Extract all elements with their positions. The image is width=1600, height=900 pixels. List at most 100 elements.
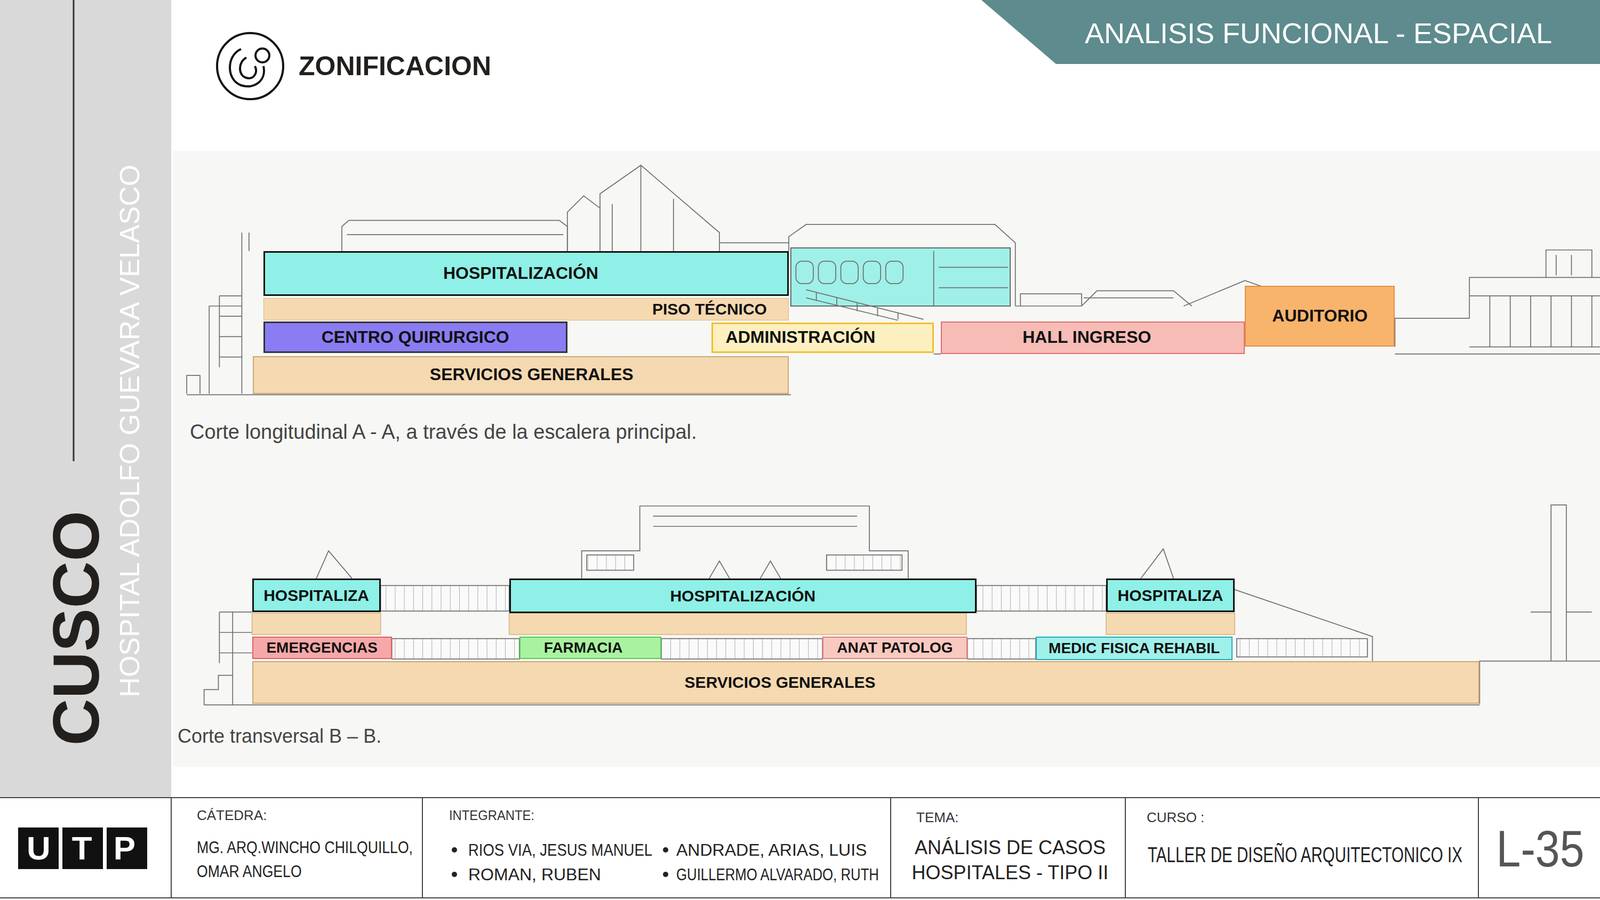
zone-band: HOSPITALIZA bbox=[1106, 578, 1235, 613]
section-drawing bbox=[209, 306, 242, 395]
zone-band: HOSPITALIZACIÓN bbox=[509, 578, 977, 614]
section-drawing bbox=[341, 220, 568, 251]
section-drawing bbox=[186, 375, 200, 394]
section-drawing bbox=[826, 555, 903, 571]
zoning-icon bbox=[240, 57, 256, 79]
field-label: CURSO : bbox=[1146, 809, 1205, 827]
text-line: OMAR ANGELO bbox=[196, 861, 302, 882]
section-drawing bbox=[1106, 613, 1235, 635]
zone-band: HOSPITALIZA bbox=[252, 578, 381, 613]
zone-band: SERVICIOS GENERALES bbox=[252, 661, 1480, 704]
section-drawing bbox=[204, 704, 1480, 706]
bullet-dot bbox=[662, 847, 669, 853]
section-drawing bbox=[219, 296, 242, 368]
zone-label: EMERGENCIAS bbox=[266, 640, 378, 656]
logo-text: UTP bbox=[26, 832, 157, 866]
zone-label: ANAT PATOLOG bbox=[836, 640, 953, 656]
project-name: HOSPITAL ADOLFO GUEVARA VELASCO bbox=[113, 164, 147, 698]
field-value: TALLER DE DISEÑO ARQUITECTONICO IX bbox=[1147, 842, 1463, 868]
text-line: MG. ARQ.WINCHO CHILQUILLO, bbox=[196, 837, 413, 858]
sidebar-panel bbox=[0, 0, 172, 798]
field-value: ANÁLISIS DE CASOS HOSPITALES - TIPO II bbox=[912, 835, 1109, 886]
zone-band: AUDITORIO bbox=[1244, 285, 1395, 348]
bullet-dot bbox=[451, 872, 458, 878]
footer-grid bbox=[0, 797, 1600, 899]
section-caption: Corte transversal B – B. bbox=[177, 724, 382, 748]
section-drawing bbox=[863, 261, 882, 284]
section-drawing bbox=[186, 165, 1600, 706]
zone-band: CENTRO QUIRURGICO bbox=[263, 321, 568, 354]
section-drawing bbox=[653, 516, 858, 527]
section-drawing bbox=[1236, 638, 1368, 658]
section-drawing bbox=[1081, 290, 1192, 307]
section-drawing bbox=[241, 232, 249, 394]
zone-label: MEDIC FISICA REHABIL bbox=[1048, 640, 1220, 656]
text-line: HOSPITALES - TIPO II bbox=[912, 861, 1109, 884]
zone-band: PISO TÉCNICO bbox=[263, 298, 789, 321]
section-drawing bbox=[806, 289, 924, 320]
zoning-icon bbox=[217, 33, 284, 100]
field-label: CÁTEDRA: bbox=[196, 807, 267, 824]
zone-band: MEDIC FISICA REHABIL bbox=[1035, 636, 1233, 661]
section-drawing bbox=[933, 251, 1009, 307]
zone-label: FARMACIA bbox=[544, 640, 623, 656]
zoning-icon bbox=[229, 49, 264, 87]
section-drawing bbox=[1234, 589, 1373, 662]
text-line: ANÁLISIS DE CASOS bbox=[914, 836, 1106, 859]
bullet-dot bbox=[662, 872, 669, 878]
zone-band: ANAT PATOLOG bbox=[822, 636, 968, 660]
city-name: CUSCO bbox=[40, 510, 112, 747]
sheet-title: ZONIFICACION bbox=[298, 50, 492, 83]
section-drawing bbox=[581, 506, 909, 579]
zone-label: HOSPITALIZA bbox=[263, 587, 370, 605]
section-drawing bbox=[1015, 293, 1082, 307]
zoning-icon bbox=[217, 33, 284, 100]
section-drawing bbox=[219, 612, 252, 706]
field-value: MG. ARQ.WINCHO CHILQUILLO, OMAR ANGELO bbox=[196, 835, 413, 884]
section-drawing bbox=[1394, 277, 1600, 347]
section-drawing bbox=[1546, 250, 1592, 278]
section-drawing bbox=[392, 638, 520, 660]
section-drawing bbox=[885, 261, 904, 284]
zone-label: ADMINISTRACIÓN bbox=[725, 328, 876, 347]
section-drawing bbox=[586, 555, 634, 571]
zoning-icon bbox=[255, 48, 270, 63]
section-drawing bbox=[186, 354, 1600, 396]
zone-label: SERVICIOS GENERALES bbox=[429, 365, 634, 384]
zone-band: ADMINISTRACIÓN bbox=[711, 322, 934, 354]
section-drawing bbox=[1489, 296, 1592, 348]
member-name: RIOS VIA, JESUS MANUEL bbox=[468, 840, 653, 861]
footer-grid bbox=[171, 797, 1479, 899]
section-drawing bbox=[661, 638, 823, 660]
field-label: INTEGRANTE: bbox=[449, 807, 535, 824]
zone-label: SERVICIOS GENERALES bbox=[684, 674, 876, 692]
section-drawing bbox=[818, 261, 836, 284]
section-drawing bbox=[204, 675, 234, 706]
section-drawing bbox=[509, 613, 967, 635]
zone-label: AUDITORIO bbox=[1272, 307, 1368, 326]
section-drawing bbox=[790, 248, 1011, 307]
section-drawing bbox=[567, 195, 600, 251]
bullet-dot bbox=[451, 847, 458, 853]
section-drawing bbox=[976, 585, 1107, 612]
header-band bbox=[981, 0, 1600, 64]
zone-label: PISO TÉCNICO bbox=[652, 300, 767, 318]
zone-band: HALL INGRESO bbox=[940, 321, 1245, 355]
section-drawing bbox=[252, 613, 381, 635]
zone-band: HOSPITALIZACIÓN bbox=[263, 251, 789, 296]
zone-band: FARMACIA bbox=[519, 636, 662, 660]
zone-label: CENTRO QUIRURGICO bbox=[321, 328, 510, 347]
zone-label: HOSPITALIZACIÓN bbox=[443, 264, 599, 283]
footer-grid bbox=[0, 797, 1600, 899]
zone-label: HOSPITALIZA bbox=[1117, 587, 1224, 605]
section-drawing bbox=[600, 165, 720, 252]
zone-band: EMERGENCIAS bbox=[252, 636, 392, 660]
sidebar-rule bbox=[73, 0, 75, 462]
drawing-ground bbox=[173, 150, 1600, 767]
section-drawing bbox=[719, 242, 789, 244]
section-drawing bbox=[316, 548, 1174, 579]
sheet-number: L-35 bbox=[1496, 823, 1584, 875]
section-drawing bbox=[841, 261, 859, 284]
